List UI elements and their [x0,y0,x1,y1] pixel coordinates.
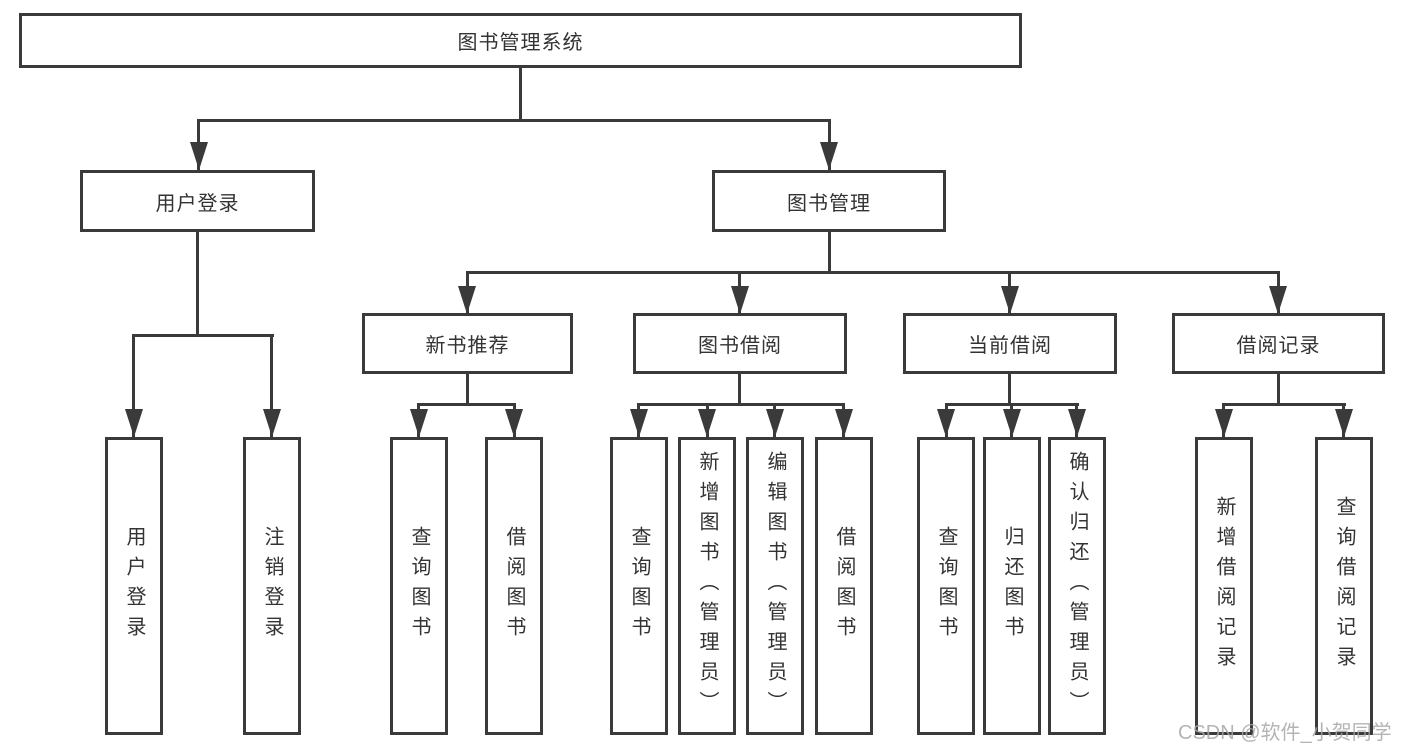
arrow-down-icon [731,286,749,314]
connector-line [466,374,469,405]
arrow-down-icon [1003,409,1021,437]
node-book-management: 图书管理 [712,170,946,232]
node-label: 图书借阅 [698,335,782,357]
connector-line [270,334,273,437]
connector-line [132,334,135,437]
arrow-down-icon [766,409,784,437]
arrow-down-icon [125,409,143,437]
node-current-borrow: 当前借阅 [903,313,1117,374]
leaf-return-books: 归还图书 [983,437,1041,735]
arrow-down-icon [458,286,476,314]
arrow-down-icon [1335,409,1353,437]
arrow-down-icon [835,409,853,437]
arrow-down-icon [410,409,428,437]
connector-line [1222,403,1346,406]
node-label: 借阅图书 [833,526,855,646]
leaf-query-books-recommend: 查询图书 [390,437,448,735]
node-label: 图书管理系统 [457,32,584,54]
leaf-add-borrow-record: 新增借阅记录 [1195,437,1253,735]
node-root-system: 图书管理系统 [19,13,1022,68]
node-label: 新增借阅记录 [1213,496,1235,676]
leaf-confirm-return-admin: 确认归还（管理员） [1048,437,1106,735]
node-label: 当前借阅 [968,335,1052,357]
connector-line [738,374,741,405]
node-label: 查询图书 [935,526,957,646]
leaf-query-books-current: 查询图书 [917,437,975,735]
connector-line [828,232,831,273]
arrow-down-icon [1068,409,1086,437]
node-label: 注销登录 [261,526,283,646]
leaf-logout: 注销登录 [243,437,301,735]
connector-line [637,403,845,406]
connector-line [1008,374,1011,405]
arrow-down-icon [1001,286,1019,314]
node-label: 借阅记录 [1236,335,1321,357]
connector-line [197,119,831,122]
arrow-down-icon [1215,409,1233,437]
node-label: 确认归还（管理员） [1066,451,1088,721]
node-new-book-recommend: 新书推荐 [362,313,573,374]
arrow-down-icon [190,142,208,170]
node-label: 用户登录 [155,192,240,215]
leaf-borrow-books-borrow: 借阅图书 [815,437,873,735]
leaf-edit-book-admin: 编辑图书（管理员） [746,437,804,735]
node-label: 图书管理 [787,192,871,215]
connector-line [196,232,199,336]
node-book-borrow: 图书借阅 [633,313,847,374]
connector-line [519,68,522,120]
leaf-add-book-admin: 新增图书（管理员） [678,437,736,735]
csdn-watermark: CSDN @软件_小贺同学 [1178,722,1392,744]
leaf-query-books-borrow: 查询图书 [610,437,668,735]
arrow-down-icon [630,409,648,437]
arrow-down-icon [263,409,281,437]
node-label: 查询图书 [408,526,430,646]
arrow-down-icon [937,409,955,437]
node-label: 新书推荐 [425,335,510,357]
connector-line [466,271,1280,274]
node-user-login: 用户登录 [80,170,315,232]
connector-line [1277,374,1280,405]
leaf-query-borrow-record: 查询借阅记录 [1315,437,1373,735]
node-label: 用户登录 [123,526,145,646]
arrow-down-icon [1269,286,1287,314]
arrow-down-icon [820,142,838,170]
node-borrow-records: 借阅记录 [1172,313,1385,374]
node-label: 查询图书 [628,526,650,646]
leaf-borrow-books-recommend: 借阅图书 [485,437,543,735]
node-label: 归还图书 [1001,526,1023,646]
connector-line [132,334,274,337]
connector-line [417,403,516,406]
node-label: 借阅图书 [503,526,525,646]
node-label: 新增图书（管理员） [696,451,718,721]
node-label: 查询借阅记录 [1333,496,1355,676]
arrow-down-icon [698,409,716,437]
leaf-user-login: 用户登录 [105,437,163,735]
arrow-down-icon [505,409,523,437]
node-label: 编辑图书（管理员） [764,451,786,721]
